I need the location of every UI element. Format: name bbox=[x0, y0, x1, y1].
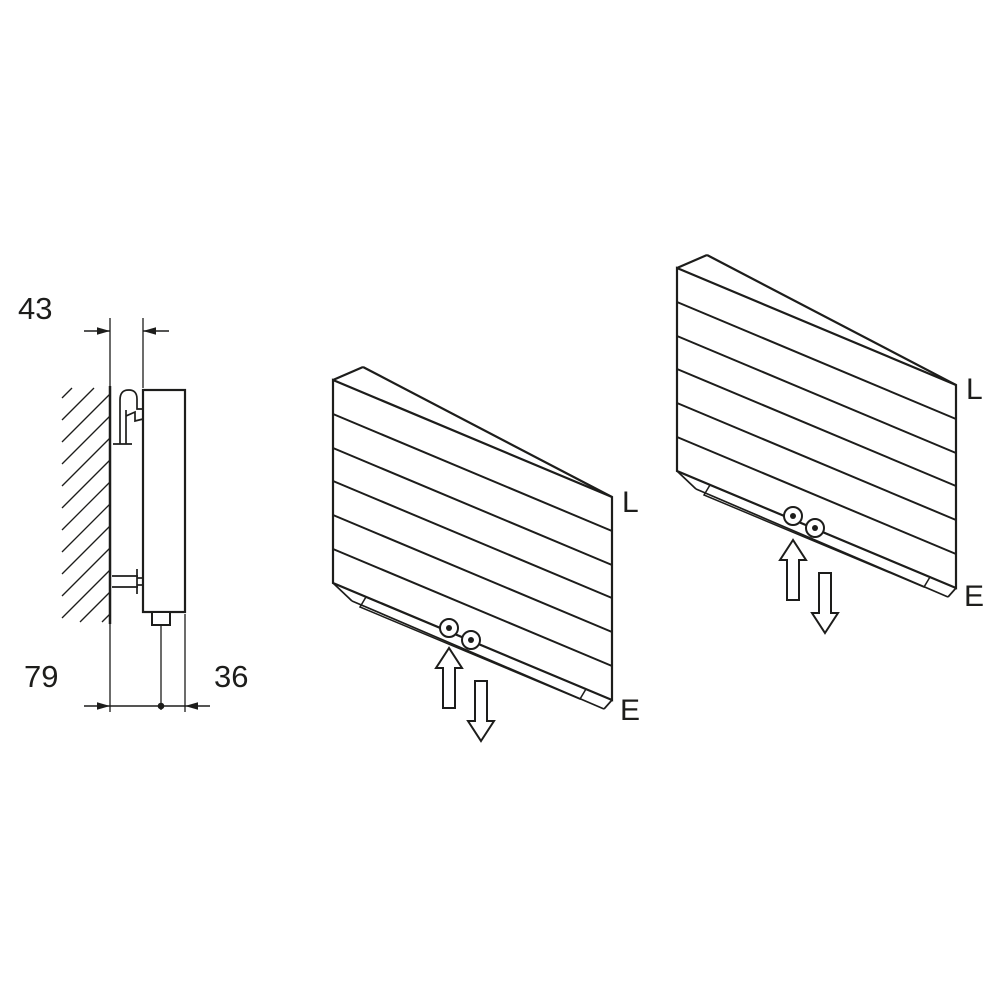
vent-label: L bbox=[622, 486, 639, 519]
vent-label: L bbox=[966, 373, 983, 406]
dim-arrow-left-icon bbox=[185, 702, 198, 710]
valve-connections-icon bbox=[439, 618, 481, 650]
drain-label: E bbox=[620, 694, 640, 727]
bottom-channel bbox=[676, 470, 957, 598]
isometric-view-1: L E bbox=[331, 365, 640, 743]
flow-up-arrow-icon bbox=[778, 538, 808, 601]
dimension-bracket-depth: 43 bbox=[18, 291, 169, 388]
slat-lines bbox=[332, 413, 613, 667]
dim-chain-dot bbox=[157, 702, 165, 710]
bottom-channel bbox=[332, 582, 613, 710]
drain-label: E bbox=[964, 580, 984, 613]
flow-down-arrow-icon bbox=[466, 680, 496, 743]
isometric-view-2: L E bbox=[675, 253, 984, 635]
dim-arrow-right-icon bbox=[97, 702, 110, 710]
dim-arrow-right-icon bbox=[97, 327, 110, 335]
dim-label-bracket-depth: 43 bbox=[18, 291, 52, 326]
flow-down-arrow-icon bbox=[810, 572, 840, 635]
mounting-bracket-top bbox=[113, 389, 144, 445]
radiator-side-profile bbox=[141, 388, 187, 614]
valve-connections-icon bbox=[783, 506, 825, 538]
slat-lines bbox=[676, 301, 957, 555]
wall-hatching bbox=[61, 386, 112, 624]
mounting-bracket-bottom bbox=[112, 569, 143, 594]
dim-label-pipe-to-front: 36 bbox=[214, 659, 248, 694]
dimension-bottom: 79 36 bbox=[24, 614, 248, 712]
side-view: 43 79 36 bbox=[18, 291, 248, 712]
dim-arrow-left-icon bbox=[143, 327, 156, 335]
flow-up-arrow-icon bbox=[434, 646, 464, 709]
pipe-connection bbox=[151, 611, 171, 710]
dim-label-wall-to-pipe: 79 bbox=[24, 659, 58, 694]
